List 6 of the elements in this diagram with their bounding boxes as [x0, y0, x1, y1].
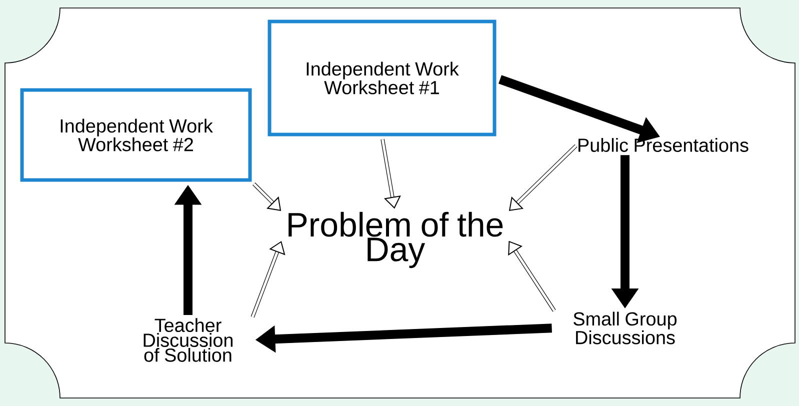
worksheet-box: Independent Work Worksheet #1 [268, 20, 496, 136]
step-text: Public Presentations [578, 138, 748, 152]
step-text: Teacher Discussion of Solution [144, 318, 233, 362]
center-text: Problem of the Day [288, 212, 503, 268]
step-text: Small Group Discussions [574, 312, 677, 344]
worksheet-box: Independent Work Worksheet #2 [20, 88, 252, 182]
